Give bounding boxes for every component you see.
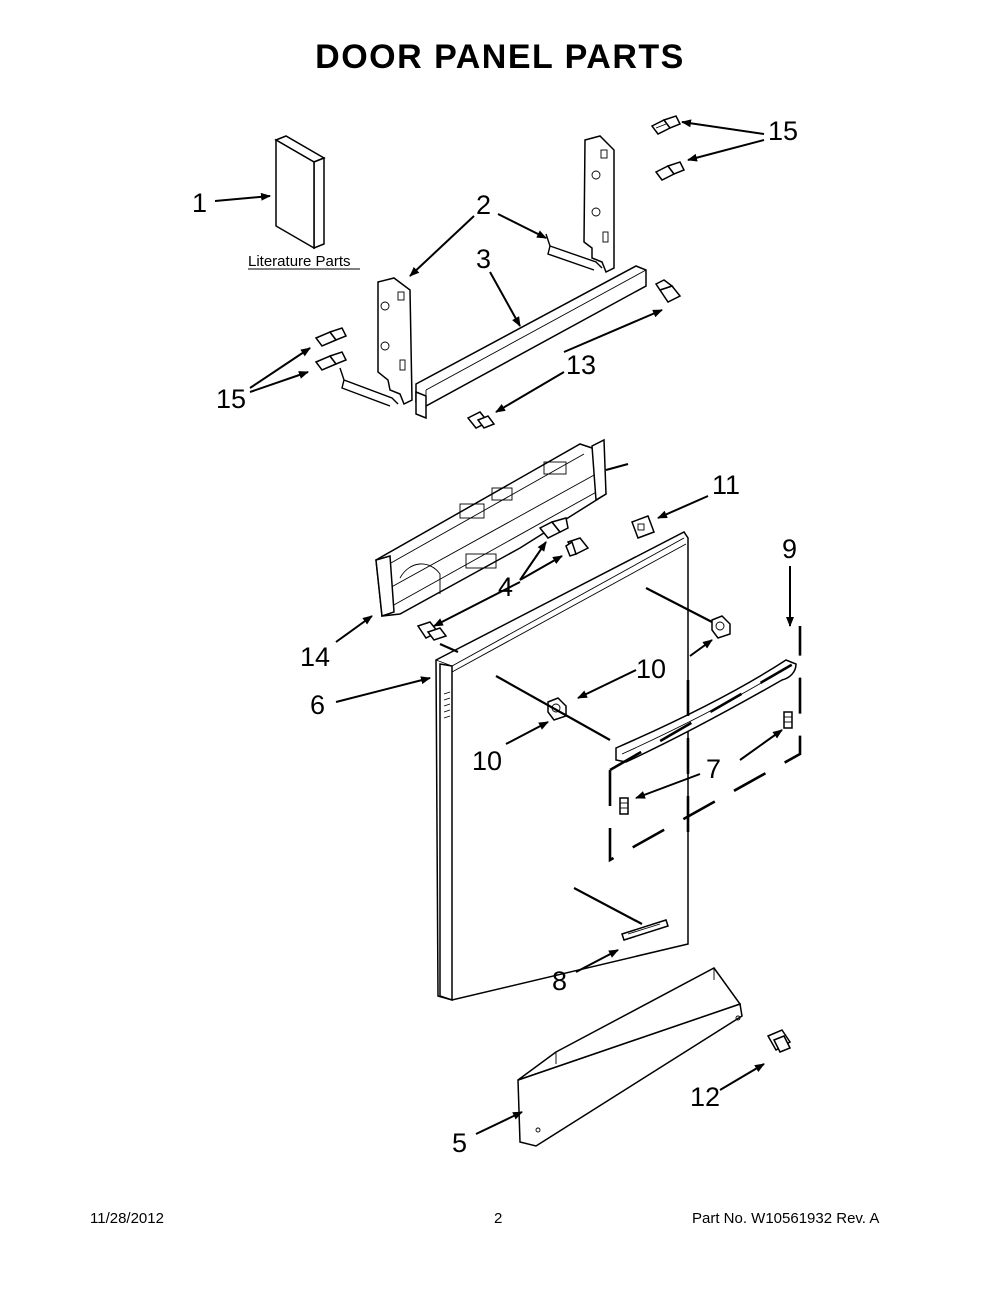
screw-15-left-a: [314, 327, 348, 347]
toe-kick-panel: [517, 967, 743, 1147]
callout-2: 2: [476, 190, 491, 220]
screw-15-top-b: [654, 161, 686, 181]
callout-14: 14: [300, 642, 330, 672]
set-screw-left: [619, 797, 629, 815]
handle-endcap-right: [711, 615, 731, 639]
screw-15-left-b: [314, 351, 348, 371]
callout-arrows: [214, 119, 794, 1135]
callout-4: 4: [498, 572, 513, 602]
footer-part-number: Part No. W10561932 Rev. A: [692, 1210, 880, 1227]
set-screw-right: [783, 711, 793, 729]
hinge-bracket-right: [545, 135, 615, 274]
screw-4-b: [565, 537, 590, 557]
callout-1: 1: [192, 188, 207, 218]
literature-parts-label: Literature Parts: [248, 253, 351, 270]
callout-5: 5: [452, 1128, 467, 1158]
explosion-lines: [439, 587, 713, 925]
callout-15-left: 15: [216, 384, 246, 414]
footer-date: 11/28/2012: [90, 1210, 164, 1227]
screw-4-c: [416, 621, 448, 641]
support-rail: [415, 265, 647, 420]
screw-13-right: [654, 279, 682, 303]
callout-12: 12: [690, 1082, 720, 1112]
footer-page-number: 2: [494, 1210, 503, 1227]
callout-7: 7: [706, 754, 721, 784]
handle-dashed-outline: [608, 626, 802, 863]
literature-booklet: [274, 135, 326, 250]
panel-vent-slots: [443, 691, 451, 719]
callout-10-lower: 10: [472, 746, 502, 776]
door-panel: [435, 531, 689, 1002]
screw-4-a: [538, 517, 569, 539]
screw-15-top-a: [650, 115, 682, 135]
callout-numbers: 1 2 3 4 5 6 7 8 9 10 10 11 12 13 14 15 1…: [192, 116, 798, 1158]
screw-12: [766, 1029, 792, 1053]
callout-8: 8: [552, 966, 567, 996]
page-title: DOOR PANEL PARTS: [315, 38, 685, 76]
callout-3: 3: [476, 244, 491, 274]
hinge-bracket-left: [339, 277, 413, 407]
callout-9: 9: [782, 534, 797, 564]
callout-15-top: 15: [768, 116, 798, 146]
control-console: [375, 438, 629, 618]
callout-13: 13: [566, 350, 596, 380]
callout-6: 6: [310, 690, 325, 720]
trim-clip: [631, 515, 655, 539]
screw-13-left: [466, 411, 496, 429]
brand-badge: [621, 919, 669, 941]
callout-11: 11: [712, 470, 740, 500]
callout-10-upper: 10: [636, 654, 666, 684]
